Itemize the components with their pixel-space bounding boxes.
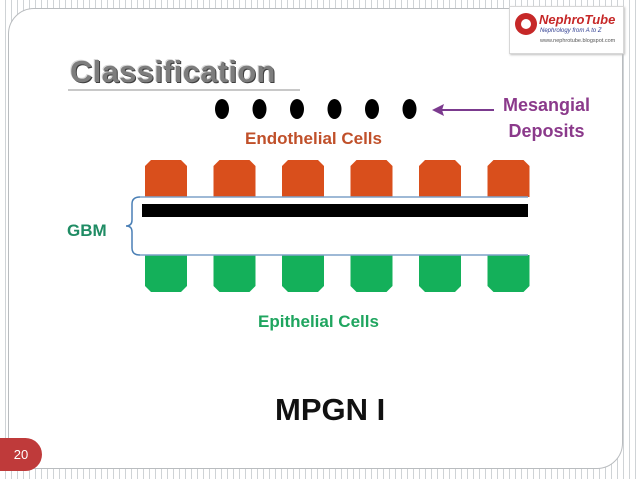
mesangial-deposits <box>215 99 417 119</box>
endothelial-cell <box>213 160 256 197</box>
endothelial-label: Endothelial Cells <box>245 129 382 148</box>
mesangial-deposits-label: Mesangial Deposits <box>503 92 590 144</box>
epithelial-cell <box>282 255 324 292</box>
endothelial-cell <box>145 160 187 197</box>
logo-name: NephroTube <box>539 12 616 27</box>
slide-card <box>8 8 623 469</box>
logo-mark-icon <box>515 13 537 35</box>
mpgn-caption: MPGN I <box>275 392 386 427</box>
nephrotube-logo: NephroTube Nephrology from A to Z www.ne… <box>509 6 624 54</box>
gbm-label: GBM <box>67 221 107 240</box>
endothelial-cell <box>487 160 530 197</box>
endothelial-cells <box>145 160 530 197</box>
mesangial-deposit <box>290 99 304 119</box>
gbm-bracket <box>125 196 141 256</box>
endothelial-cell <box>282 160 324 197</box>
epithelial-cells <box>145 255 530 292</box>
mesangial-arrow-head-icon <box>432 104 444 116</box>
endothelial-cell <box>419 160 461 197</box>
endothelial-cell <box>350 160 393 197</box>
epithelial-cell <box>213 255 256 292</box>
epithelial-label: Epithelial Cells <box>258 312 379 331</box>
mesangial-deposit <box>365 99 379 119</box>
logo-url: www.nephrotube.blogspot.com <box>540 38 616 44</box>
epithelial-cell <box>487 255 530 292</box>
epithelial-cell <box>350 255 393 292</box>
title-underline <box>68 89 300 91</box>
epithelial-cell <box>145 255 187 292</box>
mesangial-deposit <box>327 99 342 119</box>
epithelial-cell <box>419 255 461 292</box>
mesangial-deposit <box>402 99 417 119</box>
logo-tagline: Nephrology from A to Z <box>540 28 602 34</box>
slide-number: 20 <box>0 438 42 471</box>
slide-title: Classification <box>70 54 276 89</box>
mesangial-label-line2: Deposits <box>508 121 585 141</box>
mesangial-deposit <box>215 99 229 119</box>
mesangial-deposit <box>252 99 267 119</box>
gbm-band <box>142 204 528 217</box>
mesangial-label-line1: Mesangial <box>503 95 591 115</box>
